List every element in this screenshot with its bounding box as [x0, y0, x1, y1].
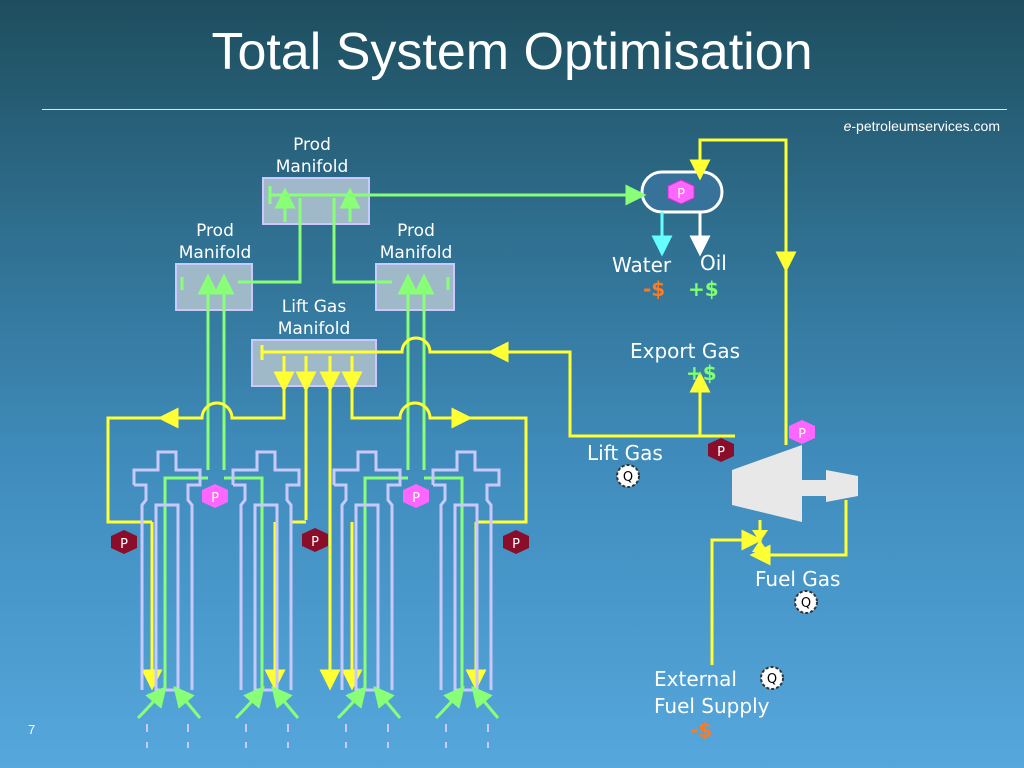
production-lines — [163, 184, 647, 690]
well-2 — [231, 450, 301, 692]
pressure-badge-label: P — [717, 445, 725, 460]
external-value: -$ — [690, 718, 712, 742]
gas-lines — [106, 138, 848, 691]
flow-badge-label: Q — [767, 672, 777, 687]
pressure-badge-label: P — [512, 537, 520, 552]
external-label-1: External — [654, 667, 737, 691]
well-4 — [431, 450, 501, 692]
flow-badge-fuel-gas: Q — [794, 590, 818, 614]
prod-manifold-top: Prod Manifold — [262, 135, 370, 225]
prod-manifold-left-label-1: Prod — [196, 221, 234, 241]
prod-manifold-right-label-1: Prod — [397, 221, 435, 241]
pressure-badge-label: P — [412, 491, 420, 506]
prod-manifold-right-label-2: Manifold — [380, 243, 452, 263]
flow-badge-lift-gas: Q — [616, 464, 640, 488]
flow-badge-external: Q — [760, 666, 784, 690]
pressure-badge-separator: P — [667, 179, 695, 205]
pressure-badge-lift-left: P — [111, 530, 137, 554]
prod-manifold-top-label-2: Manifold — [276, 157, 348, 177]
export-gas-value: +$ — [686, 361, 717, 385]
pressure-badge-label: P — [798, 427, 806, 442]
pressure-badge-lift-center: P — [302, 528, 328, 552]
title-divider — [42, 109, 1007, 110]
lift-gas-manifold-label-2: Manifold — [278, 319, 350, 339]
lift-gas-manifold-label-1: Lift Gas — [282, 297, 347, 317]
external-label-2: Fuel Supply — [654, 694, 770, 718]
pressure-badge-prod-left: P — [202, 484, 228, 508]
gas-compressor — [732, 445, 858, 522]
prod-manifold-left-label-2: Manifold — [179, 243, 251, 263]
oil-value: +$ — [688, 277, 719, 301]
reservoir-dashes — [146, 724, 489, 748]
pressure-badge-label: P — [120, 537, 128, 552]
flow-badge-label: Q — [623, 470, 633, 485]
lift-gas-manifold: Lift Gas Manifold — [251, 297, 377, 387]
pressure-badge-label: P — [311, 535, 319, 550]
export-gas-label: Export Gas — [630, 339, 740, 363]
fuel-gas-label: Fuel Gas — [755, 567, 840, 591]
brand-url: e-petroleumservices.com — [844, 118, 1000, 134]
fuel-valve — [752, 530, 768, 552]
pressure-badge-prod-right: P — [403, 484, 429, 508]
reservoir-inflow — [136, 685, 500, 720]
prod-manifold-top-label-1: Prod — [293, 135, 331, 155]
water-value: -$ — [643, 277, 665, 301]
pressure-badge-lift-right: P — [503, 530, 529, 554]
prod-manifold-left: Prod Manifold — [175, 221, 253, 311]
page-number: 7 — [28, 722, 36, 737]
oil-label: Oil — [700, 251, 727, 275]
pressure-badge-compressor-out: P — [789, 420, 815, 444]
slide-title: Total System Optimisation — [211, 23, 813, 81]
prod-manifold-right: Prod Manifold — [375, 221, 455, 311]
well-3 — [332, 450, 402, 692]
pressure-badge-compressor-in: P — [708, 438, 734, 462]
well-1 — [132, 450, 202, 692]
pressure-badge-label: P — [211, 491, 219, 506]
water-label: Water — [612, 253, 672, 277]
brand-rest: -petroleumservices.com — [851, 118, 1000, 134]
brand-prefix: e — [843, 118, 852, 134]
lift-gas-label: Lift Gas — [587, 441, 663, 465]
pressure-badge-label: P — [677, 187, 685, 202]
flow-badge-label: Q — [801, 596, 811, 611]
